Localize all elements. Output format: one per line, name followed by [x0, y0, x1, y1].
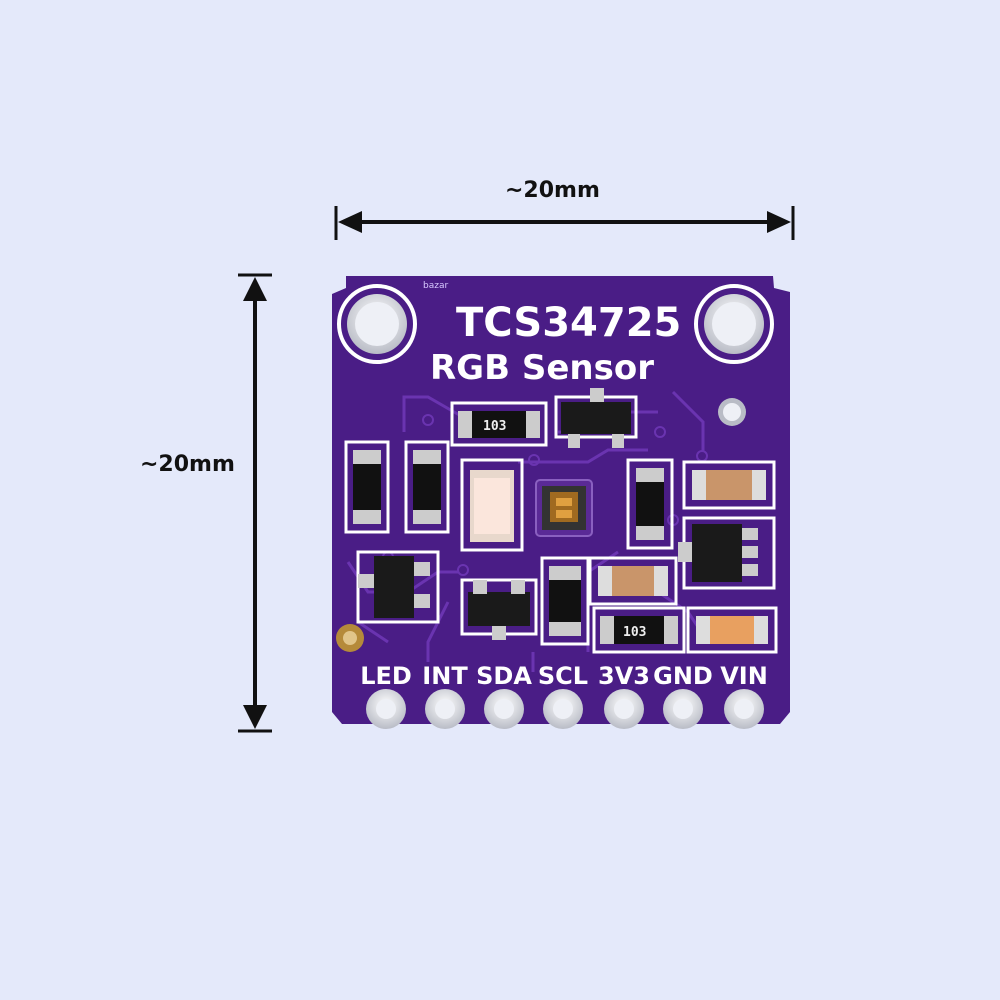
capacitor-c1 — [682, 460, 776, 510]
mounting-hole-left — [337, 284, 417, 364]
pin-label-int: INT — [422, 662, 468, 690]
pin-pad-int — [425, 689, 465, 729]
resistor-r5 — [540, 556, 590, 646]
tcs34725-sensor-chip — [535, 479, 593, 537]
resistor-r1: 103 — [450, 401, 548, 447]
voltage-regulator — [678, 516, 776, 590]
pin-label-scl: SCL — [538, 662, 588, 690]
resistor-r6: 103 — [592, 606, 686, 654]
capacitor-c2 — [588, 556, 678, 606]
transistor-q3 — [460, 578, 538, 640]
pin-pad-scl — [543, 689, 583, 729]
mounting-hole-right — [694, 284, 774, 364]
height-arrow-bottom-head — [243, 705, 267, 729]
resistor-r3 — [404, 440, 450, 534]
chip-name-label: TCS34725 — [456, 300, 681, 346]
pin-label-led: LED — [360, 662, 412, 690]
height-dimension-label: ~20mm — [140, 452, 235, 477]
transistor-q1 — [554, 388, 638, 448]
white-led — [460, 458, 524, 552]
pin-pad-3v3 — [604, 689, 644, 729]
watermark-text: bazar — [423, 281, 448, 291]
pin-header — [366, 689, 764, 729]
svg-text:103: 103 — [483, 419, 506, 434]
pin-label-vin: VIN — [720, 662, 768, 690]
width-dimension-label: ~20mm — [505, 178, 600, 203]
pcb-board: bazar TCS34725 RGB Sensor 103 — [332, 276, 790, 729]
width-arrow-right-head — [767, 211, 791, 233]
capacitor-c3 — [686, 606, 778, 654]
width-arrow-left-head — [338, 211, 362, 233]
subtitle-label: RGB Sensor — [430, 348, 654, 388]
resistor-r4 — [626, 458, 674, 550]
resistor-r2 — [344, 440, 390, 534]
pin-pad-gnd — [663, 689, 703, 729]
pin-pad-vin — [724, 689, 764, 729]
svg-text:103: 103 — [623, 625, 646, 640]
pin-label-3v3: 3V3 — [598, 662, 650, 690]
pin-pad-led — [366, 689, 406, 729]
pin-pad-sda — [484, 689, 524, 729]
pin-labels: LED INT SDA SCL 3V3 GND VIN — [360, 662, 768, 690]
pin-label-sda: SDA — [476, 662, 532, 690]
height-arrow-top-head — [243, 277, 267, 301]
pin-label-gnd: GND — [653, 662, 713, 690]
transistor-q2 — [356, 550, 440, 624]
